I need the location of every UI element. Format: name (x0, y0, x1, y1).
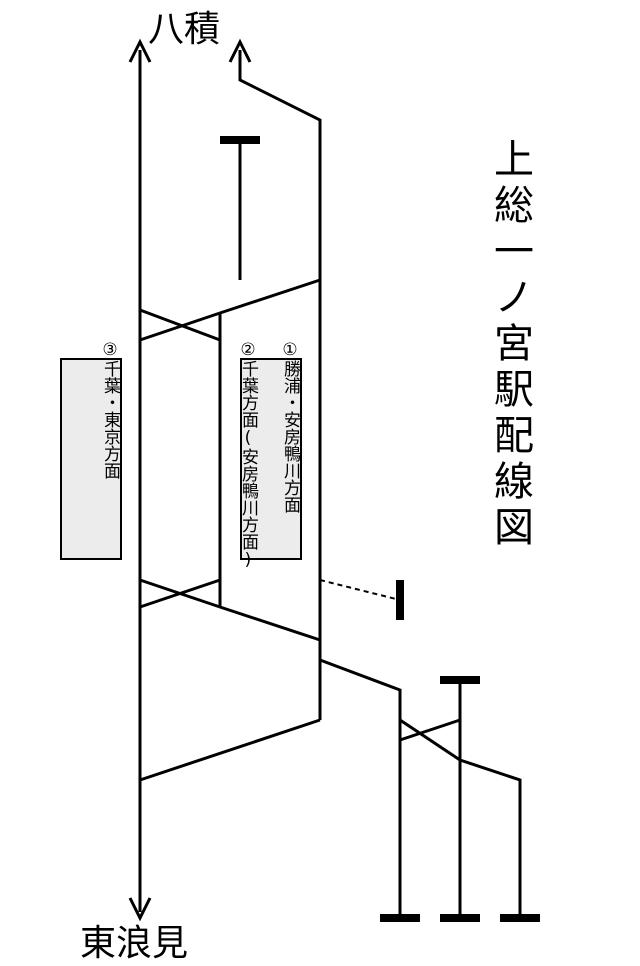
platform-1-track-number: ① (280, 340, 300, 360)
platform-1-label: ①勝浦・安房鴨川方面 (280, 340, 300, 513)
platform-3 (60, 358, 122, 560)
north-connector (219, 278, 321, 315)
yard-crossover (399, 718, 461, 742)
platform-3-track-number: ③ (100, 340, 120, 360)
main-arrow-south (128, 897, 152, 922)
platform-2-label: ②千葉方面(安房鴨川方面) (238, 340, 258, 570)
south-crossover-2 (139, 578, 221, 609)
direction-south-label: 東浪見 (80, 923, 189, 964)
track-1-south-link (139, 718, 321, 782)
platform-1-destination: 勝浦・安房鴨川方面 (280, 360, 300, 513)
yard-track-3 (399, 718, 522, 920)
platform-2-track-number: ② (238, 340, 258, 360)
yard-track-1 (319, 658, 402, 920)
main-arrow-north (128, 38, 152, 63)
platform-1-2 (240, 358, 302, 560)
north-crossover-2 (139, 311, 221, 342)
platform-3-label: ③千葉・東京方面 (100, 340, 120, 479)
track-1 (238, 50, 322, 720)
track-1-arrow-north (228, 38, 252, 63)
diagram-title: 上総一ノ宮駅配線図 (487, 138, 533, 552)
dashed-siding (319, 579, 401, 601)
direction-north-label: 八積 (148, 9, 221, 50)
platform-3-destination: 千葉・東京方面 (100, 360, 120, 479)
south-connector (219, 605, 321, 642)
platform-2-destination: 千葉方面(安房鴨川方面) (238, 360, 258, 570)
